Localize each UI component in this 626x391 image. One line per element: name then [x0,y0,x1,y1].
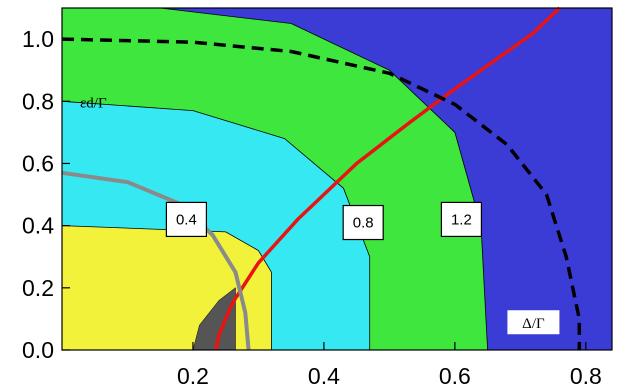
y-tick-label: 0.8 [22,88,54,114]
y-tick-label: 0.0 [22,337,54,363]
contour-label: 0.8 [353,215,374,232]
y-tick-label: 1.0 [22,26,54,52]
y-tick-label: 0.6 [22,150,54,176]
y-tick-label: 0.4 [22,213,54,239]
y-axis-label: εd/Γ [80,95,107,111]
y-tick-label: 0.2 [22,275,54,301]
contour-label-box [342,204,384,241]
x-axis-label: Δ/Γ [522,316,545,332]
x-tick-label: 0.2 [177,363,209,389]
dashed-curve [61,37,582,350]
x-tick-label: 0.8 [570,363,602,389]
contour-label-box [440,201,483,238]
contour-label: 0.4 [176,211,197,228]
contour-label-box [165,201,208,238]
plot-frame [61,7,613,351]
x-tick-label: 0.4 [308,363,340,389]
x-tick-label: 0.6 [439,363,471,389]
x-axis-label-bg [507,310,560,335]
gray-circle-curve [61,170,251,351]
contour-label: 1.2 [451,211,472,228]
red-curve [214,6,561,351]
